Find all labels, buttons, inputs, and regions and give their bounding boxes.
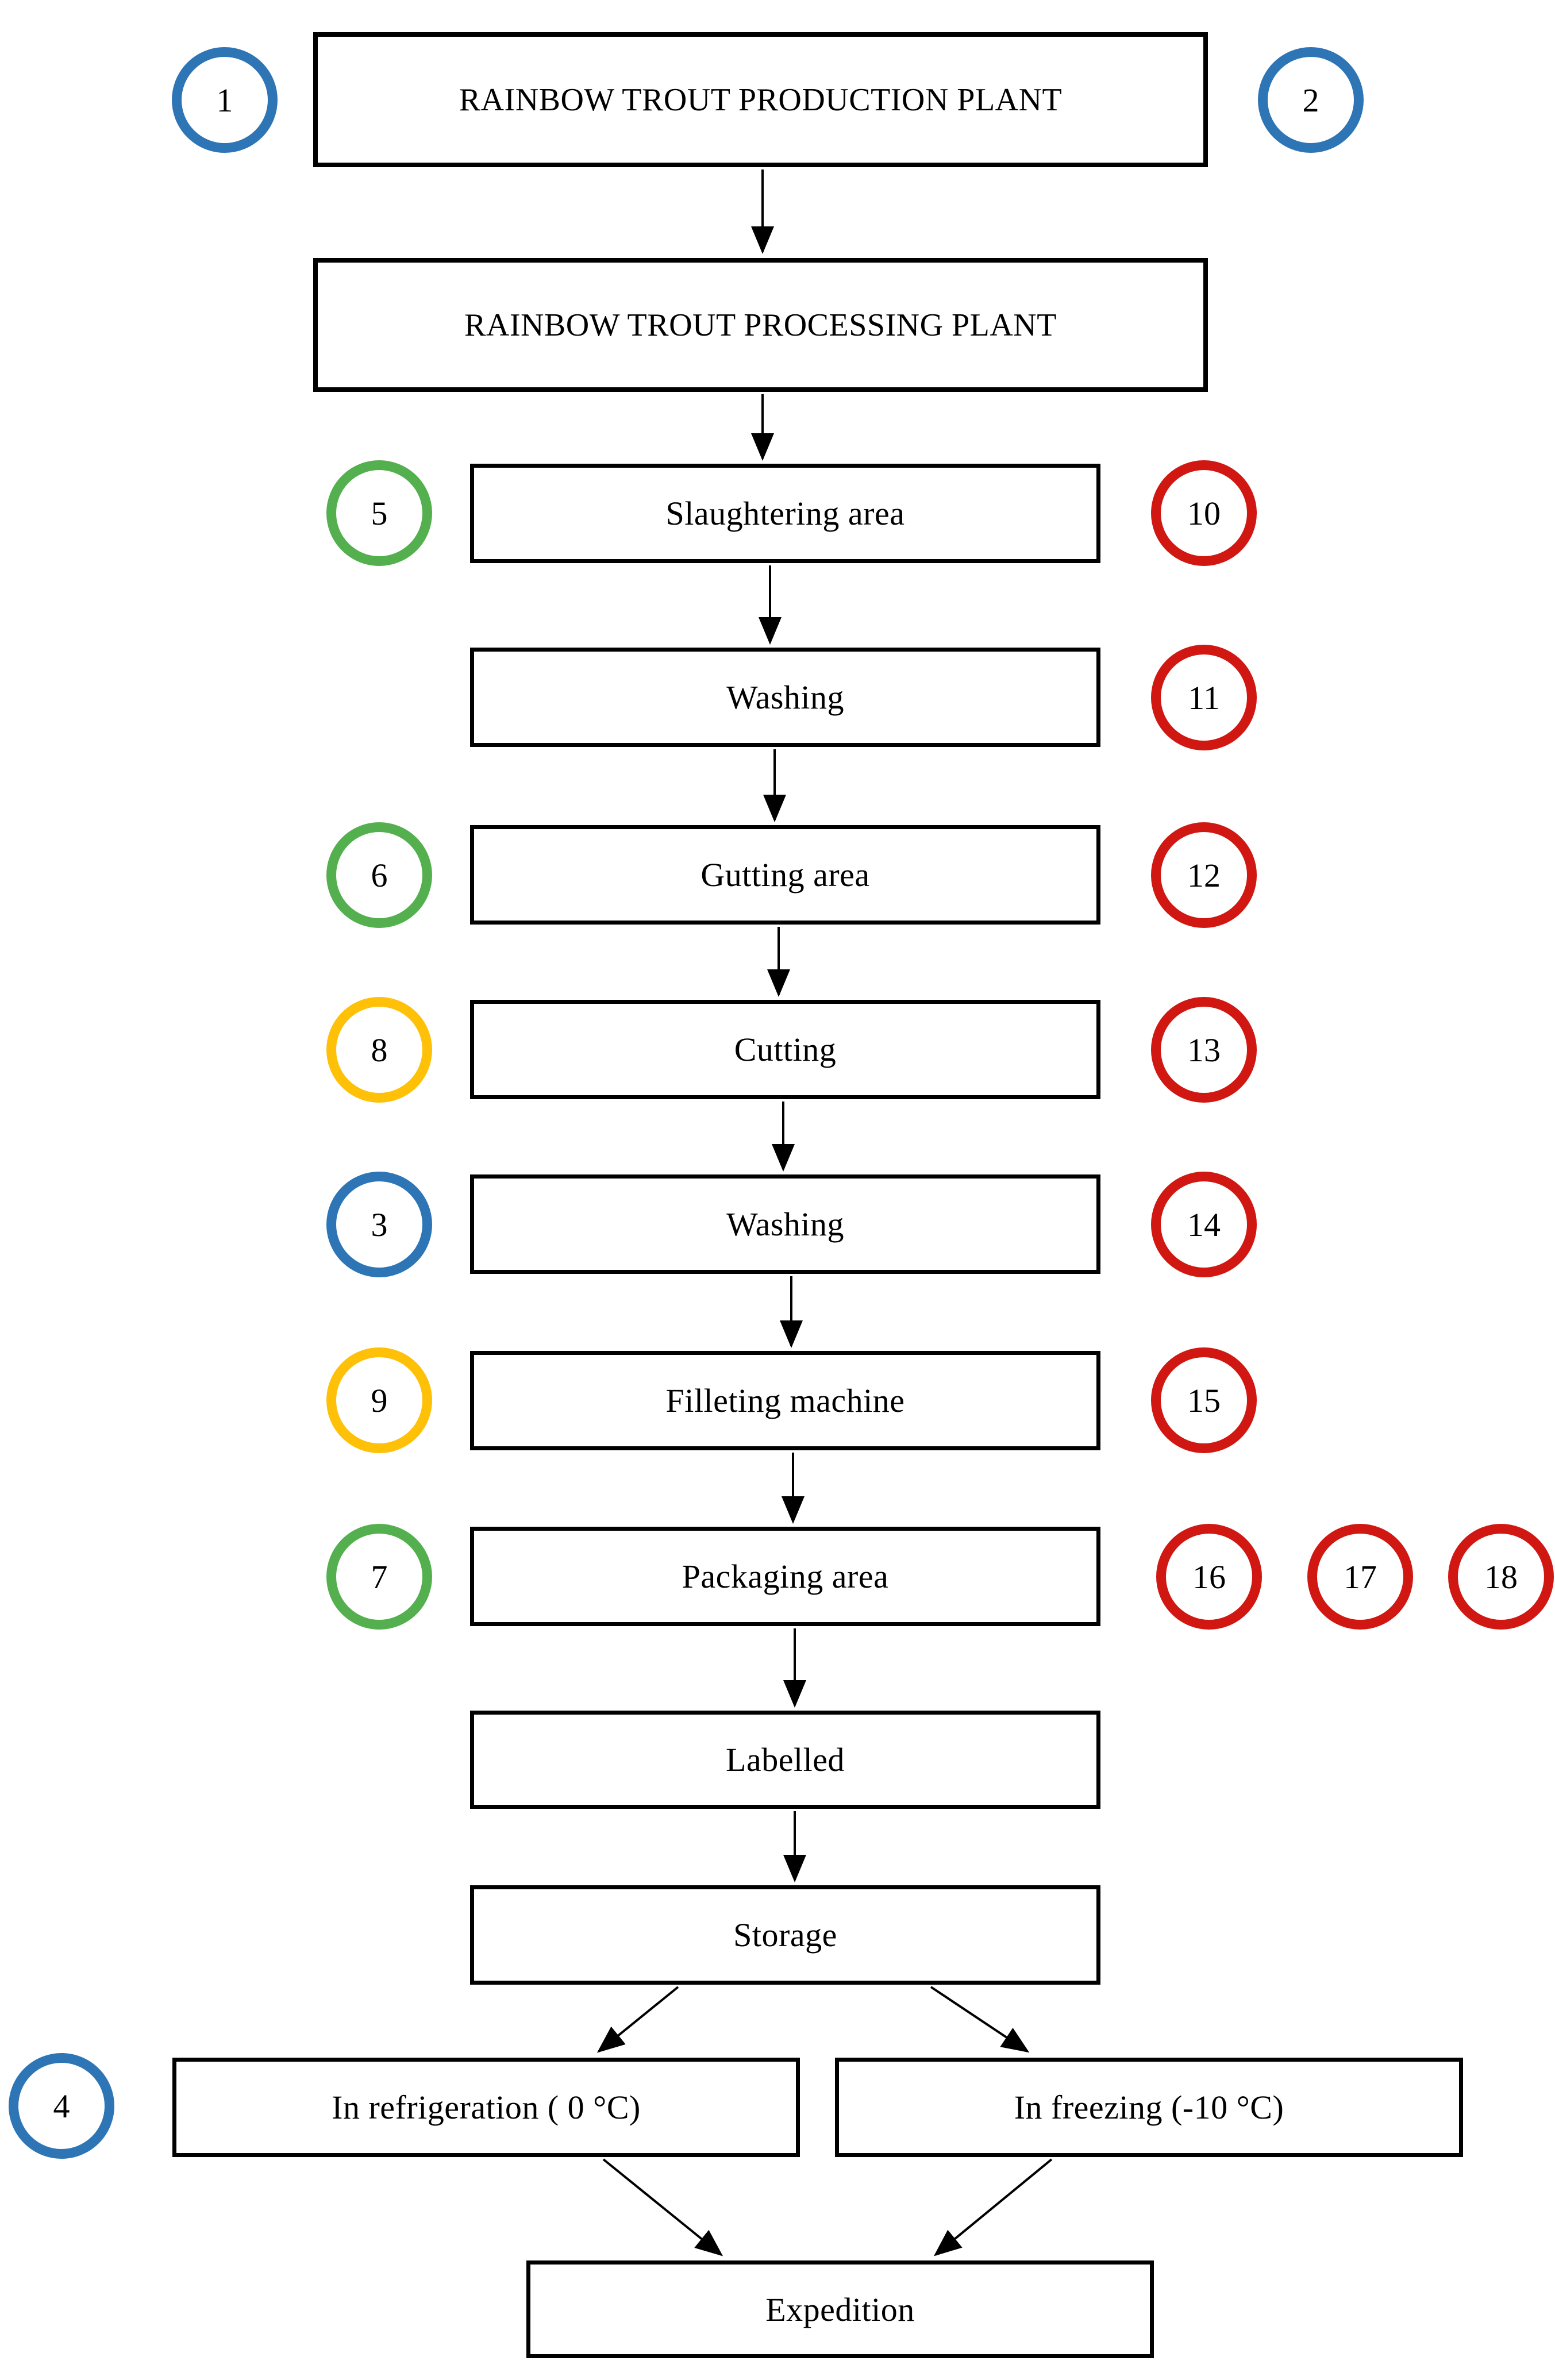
hazard-marker-15: 15 (1151, 1347, 1257, 1453)
flow-box-label: Expedition (765, 2290, 915, 2328)
hazard-marker-12: 12 (1151, 822, 1257, 928)
flow-box-label: Filleting machine (665, 1382, 905, 1419)
hazard-marker-11: 11 (1151, 645, 1257, 750)
flow-box-slaughtering-area: Slaughtering area (470, 464, 1100, 563)
hazard-marker-13: 13 (1151, 997, 1257, 1103)
hazard-marker-4: 4 (9, 2053, 114, 2159)
arrow-storage-to-freezing (930, 1986, 1030, 2053)
flow-box-processing-plant: RAINBOW TROUT PROCESSING PLANT (313, 258, 1208, 392)
flow-box-label: Storage (733, 1916, 837, 1954)
hazard-marker-17: 17 (1307, 1524, 1413, 1630)
hazard-marker-14: 14 (1151, 1172, 1257, 1277)
flow-box-label: Gutting area (700, 856, 870, 894)
hazard-marker-1: 1 (172, 47, 278, 153)
flow-box-label: RAINBOW TROUT PROCESSING PLANT (464, 307, 1057, 343)
hazard-marker-5: 5 (326, 460, 432, 566)
flow-box-label: Washing (726, 1206, 845, 1243)
flow-box-packaging-area: Packaging area (470, 1527, 1100, 1626)
hazard-marker-6: 6 (326, 822, 432, 928)
flow-box-storage: Storage (470, 1885, 1100, 1985)
flow-box-gutting-area: Gutting area (470, 825, 1100, 925)
flow-box-label: RAINBOW TROUT PRODUCTION PLANT (459, 82, 1063, 118)
flow-box-cutting: Cutting (470, 1000, 1100, 1099)
hazard-marker-8: 8 (326, 997, 432, 1103)
arrow-freezing-to-expedition (933, 2158, 1053, 2256)
flow-box-label: Packaging area (682, 1558, 889, 1595)
flow-box-label: Labelled (726, 1741, 845, 1778)
hazard-marker-10: 10 (1151, 460, 1257, 566)
hazard-marker-18: 18 (1448, 1524, 1554, 1630)
flow-box-label: Washing (726, 679, 845, 716)
hazard-marker-2: 2 (1258, 47, 1364, 153)
hazard-marker-16: 16 (1156, 1524, 1262, 1630)
flow-box-label: In freezing (-10 °C) (1014, 2089, 1284, 2126)
hazard-marker-3: 3 (326, 1172, 432, 1277)
flow-box-washing-1: Washing (470, 648, 1100, 747)
arrow-refrigeration-to-expedition (602, 2158, 723, 2256)
flow-box-filleting-machine: Filleting machine (470, 1351, 1100, 1450)
flow-box-production-plant: RAINBOW TROUT PRODUCTION PLANT (313, 32, 1208, 167)
flow-box-label: Cutting (734, 1031, 837, 1068)
flow-box-in-refrigeration: In refrigeration ( 0 °C) (172, 2058, 800, 2157)
hazard-marker-7: 7 (326, 1524, 432, 1630)
flow-box-in-freezing: In freezing (-10 °C) (835, 2058, 1463, 2157)
flow-box-label: In refrigeration ( 0 °C) (332, 2089, 641, 2126)
arrow-storage-to-refrigeration (596, 1986, 679, 2053)
flow-box-labelled: Labelled (470, 1711, 1100, 1809)
hazard-marker-9: 9 (326, 1347, 432, 1453)
flow-box-washing-2: Washing (470, 1174, 1100, 1274)
flow-box-label: Slaughtering area (665, 495, 905, 532)
flow-box-expedition: Expedition (526, 2260, 1154, 2358)
